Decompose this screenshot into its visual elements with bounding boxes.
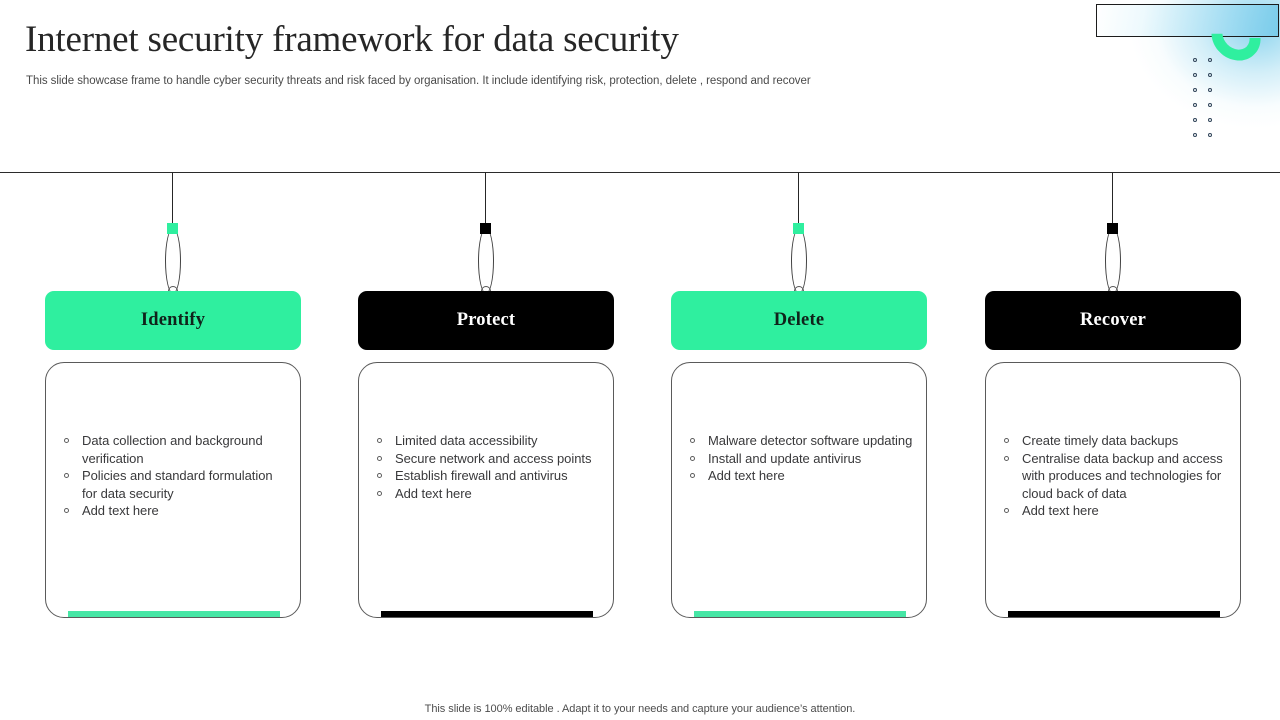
cyan-glow-shape [1080,0,1280,172]
bullet-circle-icon [1004,455,1009,461]
connector-line [798,172,799,228]
connector-line [172,172,173,228]
footer-note: This slide is 100% editable . Adapt it t… [424,703,856,715]
decor-dot [1193,58,1197,62]
connector-square-marker [167,223,178,234]
bullet-circle-icon [64,473,69,479]
bullet-text: Limited data accessibility [395,433,538,448]
bullet-item: Secure network and access points [374,450,603,468]
decor-dot [1208,133,1212,137]
header-card-delete[interactable]: Delete [671,291,927,350]
decor-dot [1193,133,1197,137]
bullet-circle-icon [690,438,695,443]
bullet-text: Add text here [395,485,472,501]
bullet-circle-icon [1004,508,1009,514]
connector-ellipse [791,228,807,294]
connector-ellipse [1105,228,1121,294]
bullet-circle-icon [377,473,382,479]
bullet-item: Add text here [687,467,916,485]
bullet-item: Add text here [61,502,290,520]
bullet-circle-icon [64,438,69,443]
header-label: Identify [140,310,206,330]
connector-ellipse [478,228,494,294]
green-arc-icon [1201,1,1271,71]
bullet-item: Data collection and background verificat… [61,432,290,467]
bullet-circle-icon [690,455,695,461]
page-title: Internet security framework for data sec… [25,19,679,60]
connector-identify [45,172,301,296]
connector-square-marker [793,223,804,234]
header-label: Delete [773,310,825,330]
decor-dot [1208,58,1212,62]
bullet-item: Establish firewall and antivirus [374,467,603,485]
bullet-circle-icon [1004,438,1009,443]
bullet-item: Add text here [374,485,603,503]
header-label: Protect [456,310,516,330]
decor-dot [1208,73,1212,77]
page-subtitle: This slide showcase frame to handle cybe… [26,75,811,87]
bullet-item: Limited data accessibility [374,432,603,450]
connector-protect [358,172,614,296]
bullet-circle-icon [690,473,695,479]
header-card-identify[interactable]: Identify [45,291,301,350]
decor-dot [1193,118,1197,122]
body-card-identify: Data collection and background verificat… [45,362,301,618]
bullet-text: Establish firewall and antivirus [395,468,568,484]
decor-dot [1208,88,1212,92]
corner-decoration [1080,0,1280,172]
bullet-item: Create timely data backups [1001,432,1230,450]
bullet-text: Add text here [1022,503,1099,519]
bullet-item: Policies and standard formulation for da… [61,467,290,502]
decor-dot [1208,103,1212,107]
bullet-text: Create timely data backups [1022,433,1179,448]
bullet-text: Install and update antivirus [708,450,862,466]
connector-recover [985,172,1241,296]
decor-dot [1193,103,1197,107]
horizontal-divider [0,172,1280,173]
bullet-item: Malware detector software updating [687,432,916,450]
bullet-item: Centralise data backup and access with p… [1001,450,1230,503]
bullet-text: Add text here [708,468,785,484]
bullet-text: Malware detector software updating [708,433,913,448]
gradient-banner-rect [1096,4,1279,37]
bullet-circle-icon [64,508,69,514]
header-card-protect[interactable]: Protect [358,291,614,350]
bullet-text: Data collection and background verificat… [82,433,263,466]
connector-line [485,172,486,228]
connector-delete [671,172,927,296]
dot-grid-decoration [1193,58,1223,148]
accent-bar [381,611,593,617]
connector-square-marker [1107,223,1118,234]
accent-bar [1008,611,1220,617]
bullet-circle-icon [377,438,382,443]
decor-dot [1193,88,1197,92]
bullet-item: Add text here [1001,502,1230,520]
connector-line [1112,172,1113,228]
bullet-text: Policies and standard formulation for da… [82,468,273,501]
bullet-item: Install and update antivirus [687,450,916,468]
bullet-text: Secure network and access points [395,450,592,466]
bullet-list-identify: Data collection and background verificat… [61,432,290,520]
accent-bar [694,611,906,617]
connector-square-marker [480,223,491,234]
header-card-recover[interactable]: Recover [985,291,1241,350]
connector-ellipse [165,228,181,294]
bullet-text: Centralise data backup and access with p… [1022,450,1223,501]
bullet-circle-icon [377,455,382,461]
bullet-text: Add text here [82,503,159,519]
accent-bar [68,611,280,617]
header-label: Recover [1079,310,1147,330]
bullet-circle-icon [377,490,382,496]
decor-dot [1193,73,1197,77]
decor-dot [1208,118,1212,122]
